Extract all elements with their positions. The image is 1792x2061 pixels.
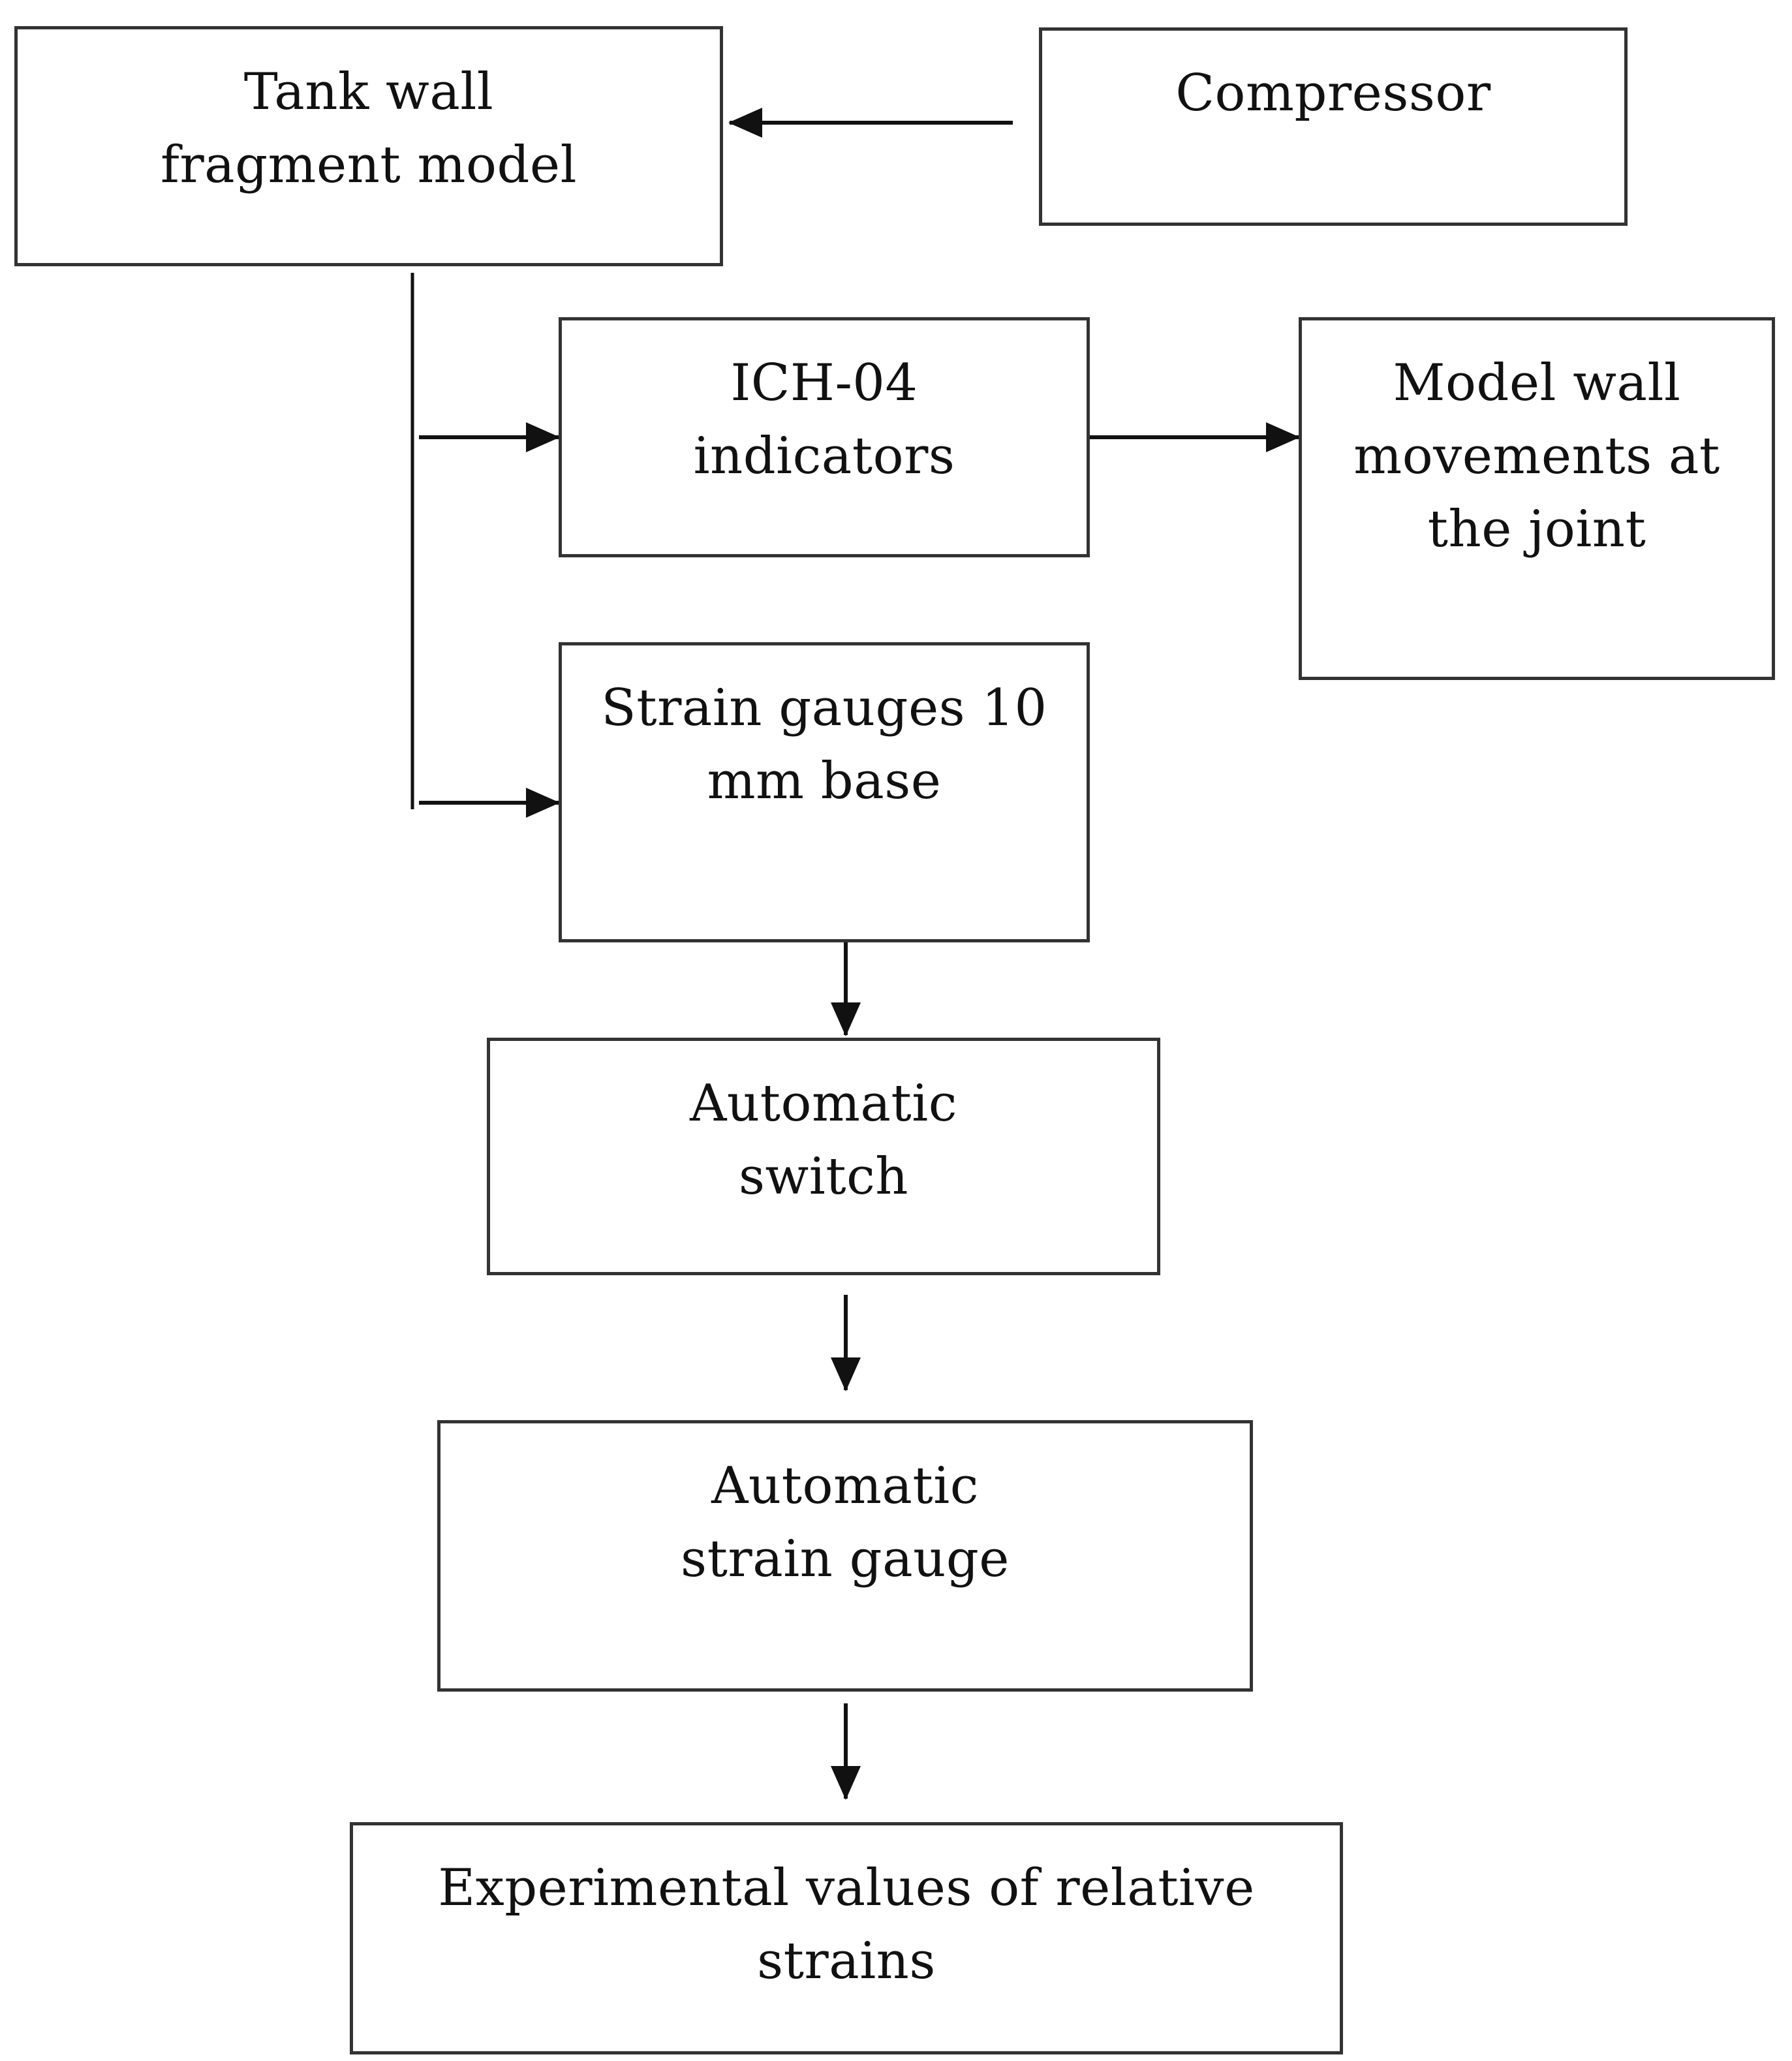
node-strain-gauges: Strain gauges 10 mm base [559, 642, 1090, 942]
node-ich-04-indicators: ICH-04 indicators [559, 317, 1090, 557]
node-label-line: the joint [1427, 500, 1646, 559]
node-label-line: Strain gauges 10 [601, 679, 1047, 737]
node-label-line: Tank wall [243, 63, 494, 121]
node-model-wall-movements: Model wall movements at the joint [1299, 317, 1775, 680]
node-label-line: ICH-04 [730, 354, 918, 412]
node-label-line: Compressor [1175, 64, 1491, 123]
node-experimental-values: Experimental values of relative strains [350, 1822, 1343, 2054]
node-label-line: strain gauge [681, 1530, 1010, 1588]
node-automatic-strain-gauge: Automatic strain gauge [437, 1420, 1253, 1692]
node-automatic-switch: Automatic switch [487, 1038, 1160, 1275]
node-label-line: strains [757, 1932, 936, 1991]
node-compressor: Compressor [1039, 27, 1628, 226]
node-label-line: switch [738, 1147, 908, 1206]
node-label-line: indicators [693, 427, 955, 486]
node-label-line: Experimental values of relative [438, 1859, 1255, 1917]
node-label-line: fragment model [160, 136, 578, 194]
node-label-line: mm base [707, 752, 942, 811]
node-label-line: Model wall [1393, 354, 1681, 412]
node-label-line: Automatic [690, 1074, 957, 1133]
node-tank-wall-fragment-model: Tank wall fragment model [14, 26, 723, 266]
node-label-line: Automatic [711, 1457, 979, 1515]
node-label-line: movements at [1353, 427, 1720, 486]
